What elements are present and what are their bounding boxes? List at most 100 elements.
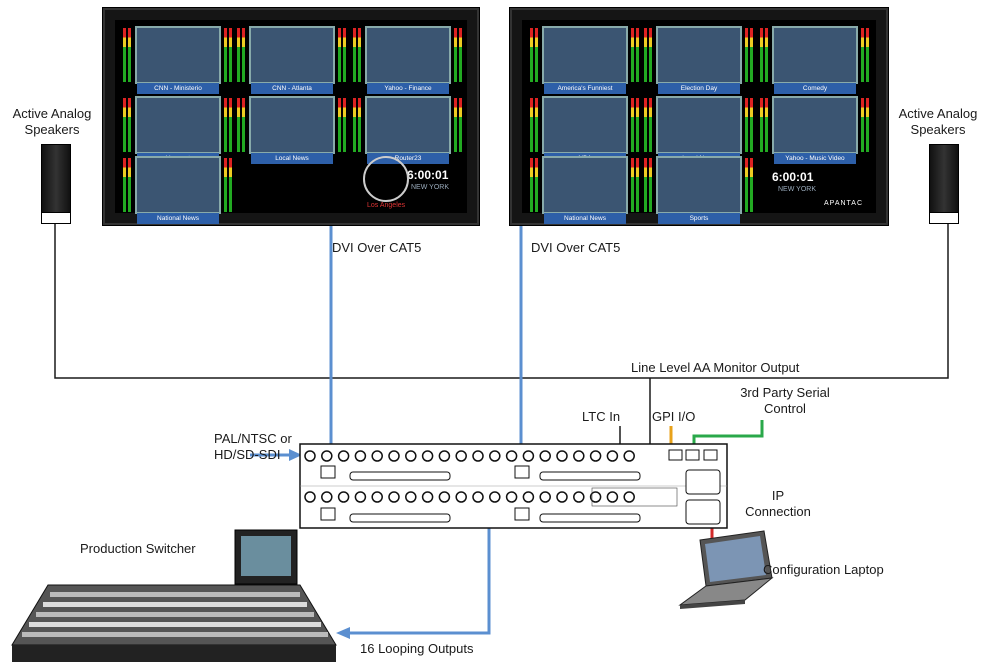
video-tile: CNN - Ministerio — [135, 26, 221, 94]
audio-meter — [745, 28, 748, 82]
video-tile: NBA — [542, 96, 628, 164]
audio-meter — [358, 98, 361, 152]
production-switcher-label: Production Switcher — [80, 541, 196, 556]
clock-time: 6:00:01 — [407, 168, 449, 182]
audio-meter — [530, 98, 533, 152]
switcher-button-row — [50, 592, 300, 597]
video-tile-caption: CNN - Ministerio — [137, 83, 219, 94]
switcher-button-row — [22, 632, 328, 637]
bnc-connector — [304, 491, 316, 503]
switcher-button-row — [29, 622, 321, 627]
audio-meter — [128, 28, 131, 82]
video-tile-caption: Election Day — [658, 83, 740, 94]
audio-meter — [343, 98, 346, 152]
right-multiviewer-monitor: America's Funniest Election Day ComedyNBA L… — [510, 8, 888, 225]
looping-arrow — [336, 627, 350, 639]
audio-meter — [229, 28, 232, 82]
audio-meter — [760, 28, 763, 82]
audio-meter — [750, 98, 753, 152]
audio-monitor-cable — [54, 222, 949, 379]
audio-meter — [631, 28, 634, 82]
audio-meter — [338, 28, 341, 82]
audio-meter — [750, 158, 753, 212]
bnc-connector — [455, 491, 467, 503]
video-tile: Comedy — [772, 26, 858, 94]
audio-meter — [224, 98, 227, 152]
left-monitor-screen: CNN - Ministerio CNN - Atlanta Yahoo - Fin… — [115, 20, 467, 224]
bnc-connector — [522, 491, 535, 503]
bnc-connector — [472, 491, 484, 503]
audio-meter — [224, 158, 227, 212]
audio-meter — [861, 98, 864, 152]
video-tile-caption: Comedy — [774, 83, 856, 94]
bnc-connector — [371, 491, 383, 503]
speakers-left-label: Active Analog Speakers — [12, 106, 92, 137]
video-tile: America's Funniest — [542, 26, 628, 94]
audio-meter — [765, 98, 768, 152]
video-tile: CNN - Atlanta — [249, 26, 335, 94]
audio-meter — [343, 28, 346, 82]
video-tile-caption: National News — [544, 213, 626, 224]
audio-meter — [123, 158, 126, 212]
audio-meter — [649, 98, 652, 152]
dvi-left-label: DVI Over CAT5 — [332, 240, 422, 255]
bnc-connector — [388, 450, 400, 462]
audio-meter — [631, 158, 634, 212]
audio-meter — [353, 98, 356, 152]
video-tile: Election Day — [656, 26, 742, 94]
bnc-connector — [539, 491, 551, 503]
video-tile-caption: Sports — [658, 213, 740, 224]
speakers-right-label: Active Analog Speakers — [898, 106, 978, 137]
video-tile: National News — [542, 156, 628, 224]
audio-meter — [338, 98, 341, 152]
audio-meter — [237, 28, 240, 82]
audio-meter — [128, 158, 131, 212]
audio-meter — [530, 28, 533, 82]
video-tile: National News — [135, 156, 221, 224]
switcher-button-row — [36, 612, 314, 617]
bnc-connector — [623, 491, 635, 503]
video-tile-caption: America's Funniest — [544, 83, 626, 94]
audio-meter — [128, 98, 131, 152]
audio-meter — [644, 158, 647, 212]
video-tile: Local News — [656, 96, 742, 164]
video-tile: Yahoo - Finance — [365, 26, 451, 94]
video-tile: Router23 — [365, 96, 451, 164]
audio-meter — [631, 98, 634, 152]
audio-meter — [866, 28, 869, 82]
bnc-connector — [455, 450, 467, 462]
audio-meter — [760, 98, 763, 152]
bnc-connector — [321, 450, 333, 462]
audio-meter — [636, 98, 639, 152]
bnc-connector — [405, 450, 417, 462]
brand-logo: APANTAC — [824, 200, 864, 207]
video-tile-caption: Local News — [251, 153, 333, 164]
audio-meter — [242, 28, 245, 82]
audio-meter — [644, 28, 647, 82]
bnc-connector — [304, 450, 316, 462]
bnc-connector — [405, 491, 417, 503]
bnc-connector — [606, 450, 619, 462]
bnc-connector — [438, 450, 451, 462]
audio-meter — [454, 28, 457, 82]
audio-meter — [636, 158, 639, 212]
dvi-right-label: DVI Over CAT5 — [531, 240, 621, 255]
audio-meter — [649, 158, 652, 212]
video-tile: Yahoo - Music Video — [772, 96, 858, 164]
right-speaker — [929, 144, 959, 224]
audio-meter — [745, 98, 748, 152]
looping-outputs-label: 16 Looping Outputs — [360, 641, 474, 656]
bnc-connector — [337, 450, 350, 462]
bnc-connector — [489, 491, 501, 503]
audio-meter — [123, 28, 126, 82]
audio-meter — [224, 28, 227, 82]
bnc-connector — [321, 491, 333, 503]
left-speaker — [41, 144, 71, 224]
bnc-connector — [623, 450, 635, 462]
audio-meter — [636, 28, 639, 82]
video-tile-caption: Yahoo - Music Video — [774, 153, 856, 164]
production-switcher-icon — [11, 529, 337, 662]
audio-meter — [353, 28, 356, 82]
laptop-label: Configuration Laptop — [763, 562, 884, 577]
video-tile: Local News — [249, 96, 335, 164]
